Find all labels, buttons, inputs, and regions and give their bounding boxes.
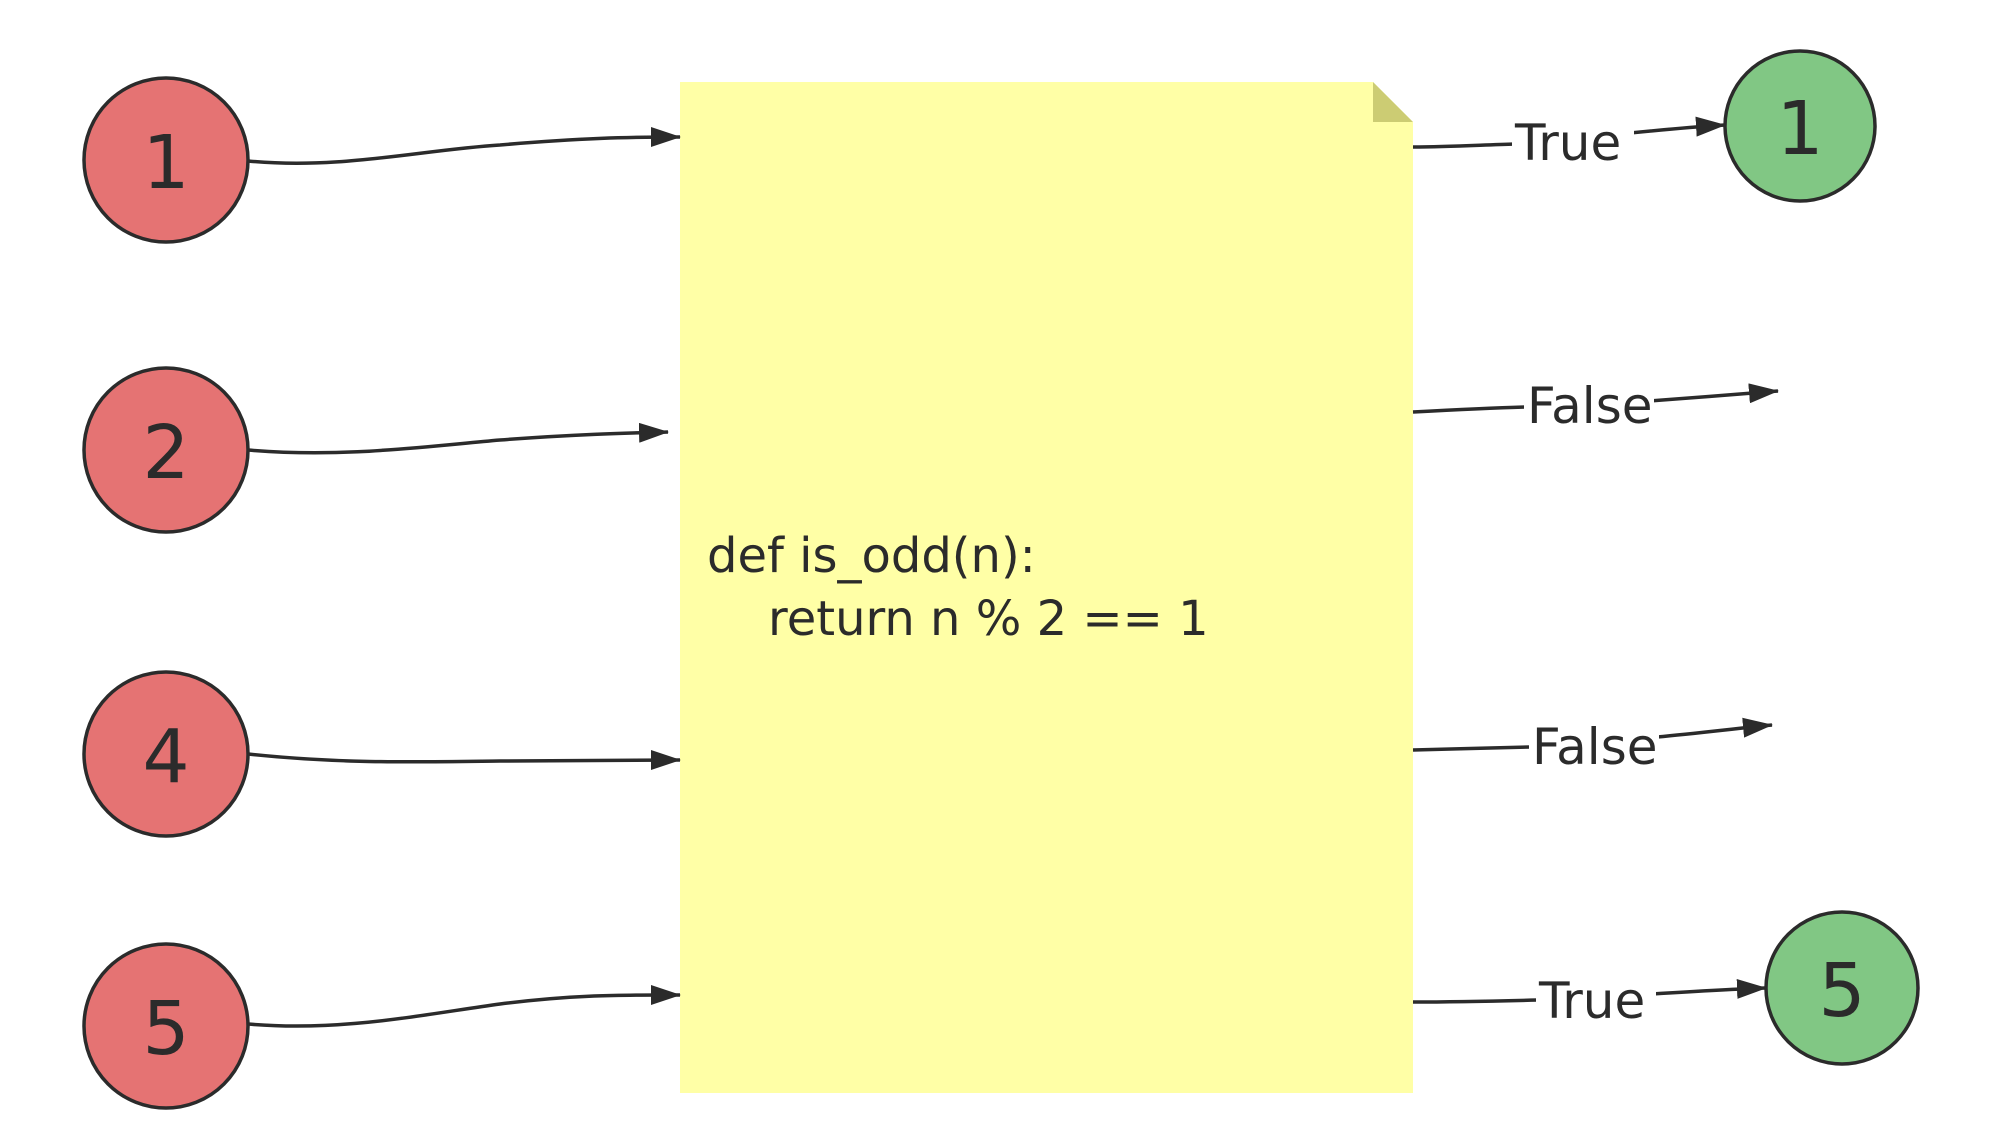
output-node-label: 1	[1776, 86, 1823, 172]
result-label-1: True	[1514, 114, 1621, 172]
output-node-label: 5	[1818, 948, 1865, 1034]
function-box: def is_odd(n): return n % 2 == 1	[0, 0, 1413, 1093]
input-node-label: 1	[142, 120, 189, 206]
code-line-2: return n % 2 == 1	[707, 591, 1209, 647]
input-node-3: 4	[82, 670, 250, 838]
result-edge-1: True	[1412, 112, 1726, 174]
result-label-4: True	[1538, 972, 1645, 1030]
result-edge-2: False	[1412, 375, 1779, 437]
function-box-body	[680, 82, 1413, 1093]
input-edge-3	[247, 750, 681, 771]
code-line-1: def is_odd(n):	[707, 528, 1036, 584]
input-node-label: 2	[142, 410, 189, 496]
input-node-label: 4	[142, 714, 189, 800]
result-label-3: False	[1532, 718, 1658, 776]
input-node-label: 5	[142, 986, 189, 1072]
result-edge-4: True	[1412, 970, 1767, 1032]
result-edge-3: False	[1412, 716, 1773, 778]
input-edge-4	[247, 984, 681, 1028]
input-node-1: 1	[82, 76, 250, 244]
result-label-2: False	[1527, 377, 1653, 435]
function-code: def is_odd(n): return n % 2 == 1	[0, 0, 1285, 647]
input-node-4: 5	[82, 942, 250, 1110]
input-edge-2	[247, 422, 669, 455]
input-edge-1	[247, 127, 681, 166]
output-node-1: 1	[1723, 49, 1877, 203]
output-node-2: 5	[1764, 910, 1920, 1066]
function-box-fold	[1373, 82, 1413, 122]
input-node-2: 2	[82, 366, 250, 534]
